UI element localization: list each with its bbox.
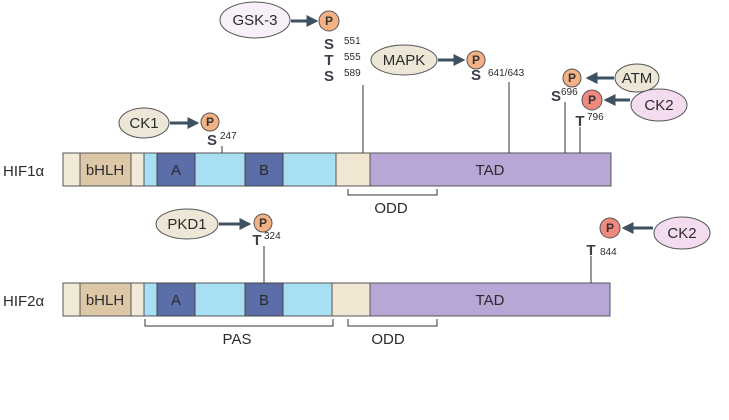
hif2a-protein: HIF2α bHLH A B TAD PAS ODD (3, 282, 611, 348)
pkd1-kinase (155, 208, 219, 240)
ck1-kinase (118, 107, 170, 139)
ck2-kinase-hif2a (653, 216, 711, 250)
mapk-kinase (370, 44, 438, 76)
hif1a-pas-a (156, 152, 196, 187)
hif1a-b-label: B (259, 162, 269, 179)
s589-letter: S (324, 68, 334, 85)
mapk-phospho-label: P (472, 53, 480, 67)
ck1-phospho-label: P (206, 115, 214, 129)
hif2a-odd-label: ODD (371, 331, 405, 348)
ck2-label-hif1a: CK2 (644, 97, 673, 114)
gsk3-label: GSK-3 (232, 12, 277, 29)
hif2a-a-label: A (171, 292, 181, 309)
ck2-site-hif1a: CK2 P T 796 (575, 88, 688, 153)
ck2-phospho-hif1a (581, 89, 603, 111)
ck2-phospho-label-hif1a: P (588, 93, 596, 107)
pkd1-label: PKD1 (167, 216, 206, 233)
s641-letter: S (471, 67, 481, 84)
pkd1-phospho-label: P (259, 216, 267, 230)
hif1a-bhlh-label: bHLH (86, 162, 124, 179)
atm-site: ATM P S 696 (551, 63, 660, 153)
ck2-label-hif2a: CK2 (667, 225, 696, 242)
s589-number: 589 (344, 68, 361, 79)
hif1a-a-label: A (171, 162, 181, 179)
hif1a-bhlh-domain (79, 152, 132, 187)
ck2-kinase-hif1a (630, 88, 688, 122)
hif1a-odd-bracket (347, 189, 438, 196)
ck1-label: CK1 (129, 115, 158, 132)
hif2a-pas-bracket (144, 319, 334, 327)
hif2a-pas-label: PAS (223, 331, 252, 348)
hif2a-pas-a (156, 282, 196, 317)
t796-letter: T (575, 113, 584, 130)
ck1-site: CK1 P S 247 (118, 107, 237, 153)
mapk-site: MAPK P S 641/643 (370, 44, 525, 153)
s641-number: 641/643 (488, 68, 525, 79)
hif1a-odd-label: ODD (374, 200, 408, 217)
gsk3-kinase (219, 1, 291, 39)
t324-number: 324 (264, 231, 281, 242)
hif2a-odd-bracket (347, 319, 438, 327)
pkd1-site: PKD1 P T 324 (155, 208, 281, 283)
hif2a-tad-label: TAD (476, 292, 505, 309)
t796-number: 796 (587, 112, 604, 123)
hif1a-tad-label: TAD (476, 162, 505, 179)
hif2a-bhlh-domain (79, 282, 132, 317)
pkd1-phospho (253, 213, 273, 233)
gsk3-phospho (318, 10, 340, 32)
hif1a-protein: HIF1α bHLH A B TAD ODD (3, 152, 612, 217)
s551-letter: S (324, 36, 334, 53)
hif1a-tad-domain (369, 152, 612, 187)
atm-phospho (562, 68, 582, 88)
hif2a-tad-domain (369, 282, 611, 317)
hif1a-label: HIF1α (3, 163, 45, 180)
hif2a-odd-region (331, 282, 371, 317)
hif2a-b-label: B (259, 292, 269, 309)
s551-number: 551 (344, 36, 361, 47)
t844-letter: T (586, 242, 595, 259)
t844-number: 844 (600, 247, 617, 258)
hif1a-pas-b (244, 152, 284, 187)
t324-letter: T (252, 232, 261, 249)
ck1-phospho (200, 112, 220, 132)
gsk3-site: GSK-3 P S 551 T 555 S 589 (219, 1, 364, 153)
atm-phospho-label: P (568, 71, 576, 85)
ck2-phospho-hif2a (599, 217, 621, 239)
hif2a-label: HIF2α (3, 293, 45, 310)
hif2a-pas-b (244, 282, 284, 317)
hif1a-odd-region (335, 152, 371, 187)
mapk-label: MAPK (383, 52, 426, 69)
s247-letter: S (207, 132, 217, 149)
atm-label: ATM (622, 70, 653, 87)
gsk3-phospho-label: P (325, 14, 333, 28)
s696-letter: S (551, 88, 561, 105)
ck2-site-hif2a: CK2 P T 844 (586, 216, 711, 283)
hif2a-bhlh-label: bHLH (86, 292, 124, 309)
ck2-phospho-label-hif2a: P (606, 221, 614, 235)
t555-number: 555 (344, 52, 361, 63)
atm-kinase (614, 63, 660, 93)
t555-letter: T (324, 52, 333, 69)
s696-number: 696 (561, 87, 578, 98)
mapk-phospho (466, 50, 486, 70)
s247-number: 247 (220, 131, 237, 142)
